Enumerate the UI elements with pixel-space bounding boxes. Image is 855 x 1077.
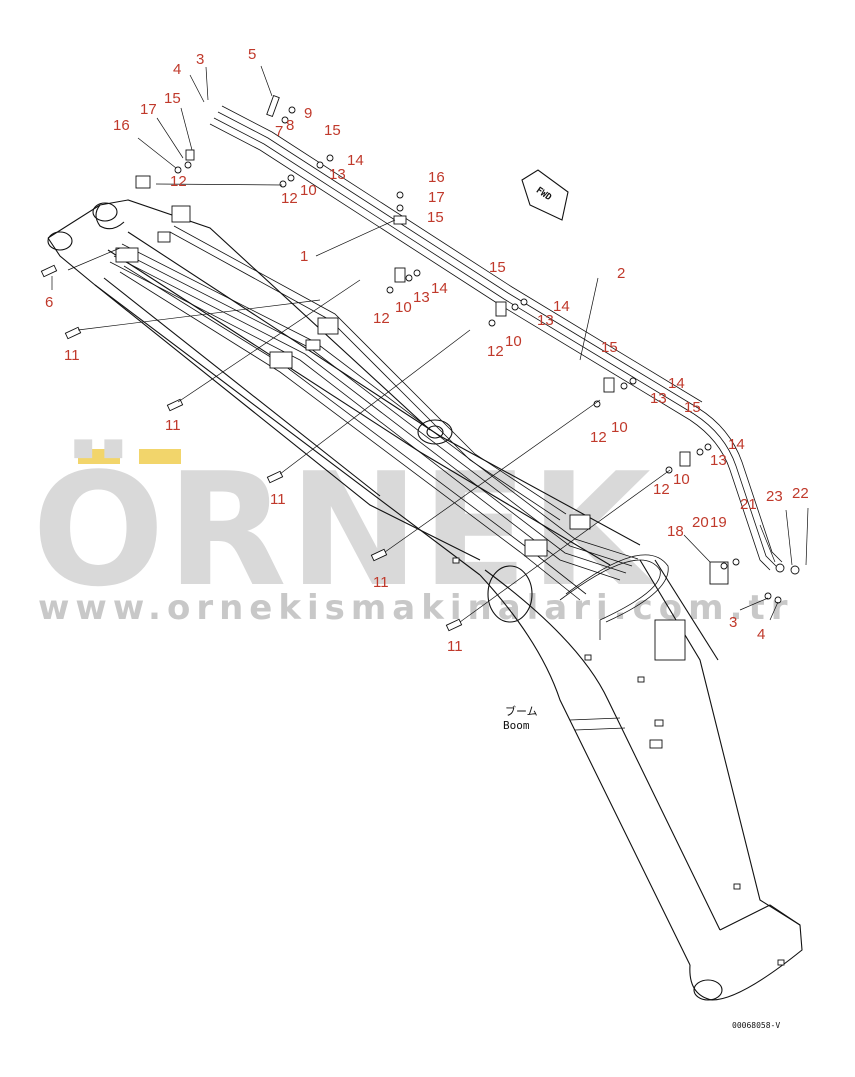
callout-11: 11 (64, 347, 80, 364)
callout-15: 15 (489, 259, 506, 276)
callout-17: 17 (140, 101, 157, 118)
callout-1: 1 (300, 248, 308, 265)
callout-11: 11 (447, 638, 463, 655)
callout-12: 12 (590, 429, 607, 446)
callout-12: 12 (487, 343, 504, 360)
callout-14: 14 (347, 152, 364, 169)
callout-10: 10 (611, 419, 628, 436)
callout-6: 6 (45, 294, 53, 311)
leader-lines (51, 65, 809, 623)
callout-9: 9 (304, 105, 312, 122)
callout-7: 7 (275, 123, 283, 140)
callout-13: 13 (710, 452, 727, 469)
callout-18: 18 (667, 523, 684, 540)
small-parts (40, 95, 800, 632)
watermark-umlaut-left (78, 449, 120, 464)
callout-13: 13 (537, 312, 554, 329)
callout-11: 11 (373, 574, 389, 591)
callout-2: 2 (617, 265, 625, 282)
callout-14: 14 (553, 298, 570, 315)
callout-4: 4 (173, 61, 181, 78)
callout-15: 15 (427, 209, 444, 226)
callout-12: 12 (281, 190, 298, 207)
callout-12: 12 (653, 481, 670, 498)
callout-12: 12 (373, 310, 390, 327)
callout-15: 15 (684, 399, 701, 416)
callout-13: 13 (650, 390, 667, 407)
drawing-code: 00068058-V (732, 1021, 780, 1030)
callout-22: 22 (792, 485, 809, 502)
callout-10: 10 (673, 471, 690, 488)
callout-10: 10 (395, 299, 412, 316)
callout-3: 3 (196, 51, 204, 68)
boom-label-en: Boom (503, 719, 530, 732)
callout-16: 16 (428, 169, 445, 186)
hydraulic-pipes (109, 105, 783, 661)
boom-label-jp: ブーム (505, 704, 538, 718)
callout-15: 15 (601, 339, 618, 356)
watermark-umlaut-right (139, 449, 181, 464)
callout-13: 13 (329, 166, 346, 183)
callout-21: 21 (740, 496, 757, 513)
callout-15: 15 (324, 122, 341, 139)
callout-14: 14 (728, 436, 745, 453)
fwd-label: FWD (534, 186, 554, 204)
callout-19: 19 (710, 514, 727, 531)
callout-4: 4 (757, 626, 765, 643)
callout-20: 20 (692, 514, 709, 531)
callout-16: 16 (113, 117, 130, 134)
callout-14: 14 (668, 375, 685, 392)
callout-3: 3 (729, 614, 737, 631)
callout-10: 10 (300, 182, 317, 199)
callout-14: 14 (431, 280, 448, 297)
callout-11: 11 (270, 491, 286, 508)
part-callouts: 1 2 3 3 4 4 5 6 7 8 9 10 10 10 10 10 11 … (45, 46, 809, 655)
callout-17: 17 (428, 189, 445, 206)
callout-11: 11 (165, 417, 181, 434)
callout-23: 23 (766, 488, 783, 505)
callout-13: 13 (413, 289, 430, 306)
callout-8: 8 (286, 117, 294, 134)
callout-12: 12 (170, 173, 187, 190)
callout-5: 5 (248, 46, 256, 63)
fwd-arrow: FWD (521, 169, 569, 221)
callout-10: 10 (505, 333, 522, 350)
callout-15: 15 (164, 90, 181, 107)
